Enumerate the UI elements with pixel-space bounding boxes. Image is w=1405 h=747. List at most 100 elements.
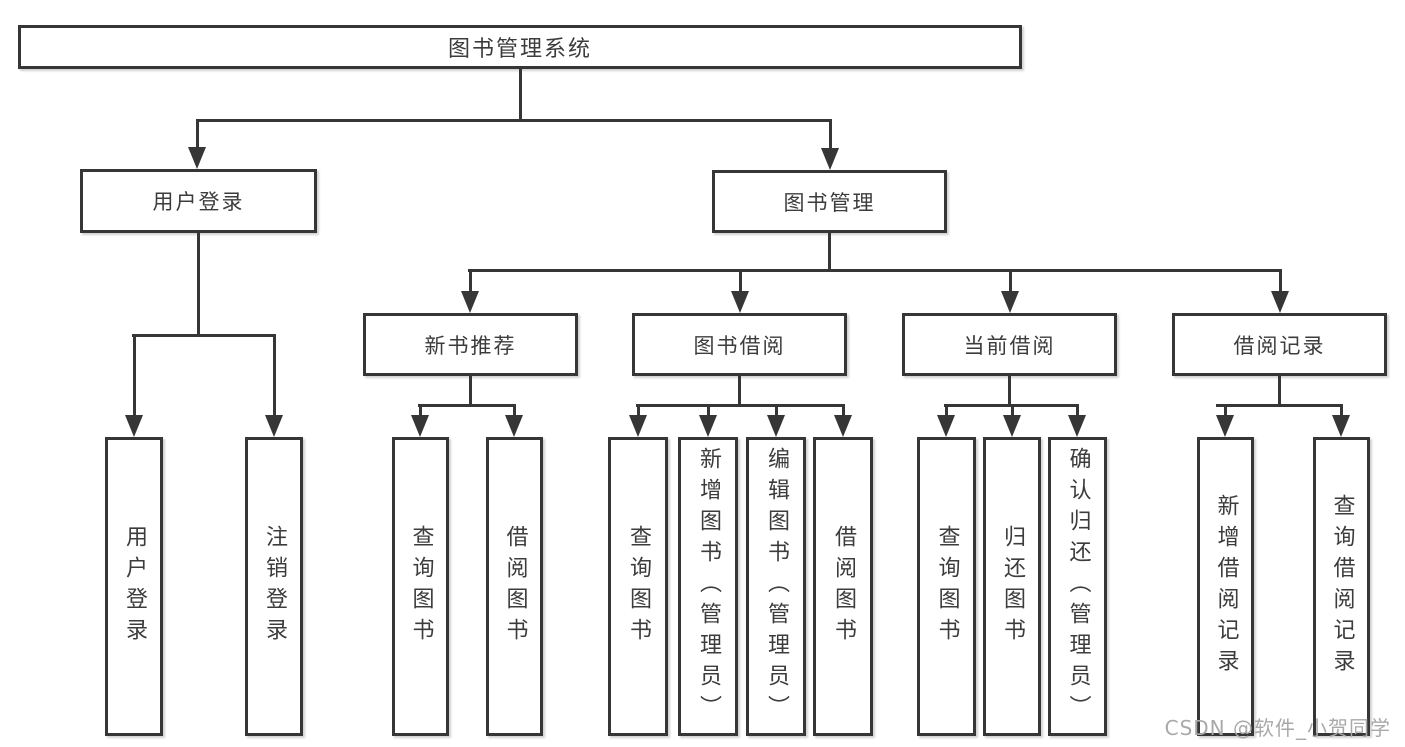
node-leaf-logout-label: 注销登录 [262, 524, 287, 649]
arrowhead-down-icon [834, 415, 852, 437]
node-new-book-rec: 新书推荐 [363, 313, 578, 376]
arrowhead-down-icon [411, 415, 429, 437]
arrowhead-down-icon [461, 291, 479, 313]
node-book-mgmt-label: 图书管理 [783, 190, 876, 215]
connector-stem [512, 404, 516, 415]
connector-arrow-to-leaf-query-record [1332, 404, 1350, 437]
node-leaf-borrow-books-1-label: 借阅图书 [502, 524, 528, 649]
node-user-login-label: 用户登录 [152, 190, 245, 214]
connector-arrow-to-book-borrow [731, 269, 749, 313]
node-current-borrow: 当前借阅 [902, 313, 1117, 376]
node-leaf-edit-books-admin-label: 编辑图书（管理员） [764, 447, 789, 726]
connector-stem [418, 404, 422, 415]
arrowhead-down-icon [937, 415, 955, 437]
node-leaf-confirm-return-admin-label: 确认归还（管理员） [1065, 447, 1091, 726]
node-leaf-return-books: 归还图书 [983, 437, 1041, 736]
connector-arrow-to-book-mgmt [821, 119, 839, 170]
connector-arrow-to-leaf-borrow-books-2 [834, 404, 852, 437]
arrowhead-down-icon [505, 415, 523, 437]
connector-arrow-to-borrow-record [1271, 269, 1289, 313]
arrowhead-down-icon [767, 415, 785, 437]
connector-line-current-borrow-trunk [1008, 376, 1011, 407]
node-leaf-borrow-books-2-label: 借阅图书 [831, 524, 856, 649]
arrowhead-down-icon [699, 415, 717, 437]
connector-arrow-to-leaf-user-login [125, 334, 143, 437]
node-book-borrow-label: 图书借阅 [693, 333, 786, 358]
connector-stem [132, 334, 136, 415]
node-leaf-user-login-label: 用户登录 [122, 524, 147, 649]
connector-stem [738, 269, 742, 291]
node-leaf-borrow-books-2: 借阅图书 [813, 437, 873, 736]
connector-stem [1339, 404, 1343, 415]
node-book-mgmt: 图书管理 [712, 170, 947, 233]
connector-stem [195, 119, 199, 147]
node-leaf-query-books-1: 查询图书 [392, 437, 449, 736]
connector-arrow-to-leaf-edit-books [767, 404, 785, 437]
arrowhead-down-icon [1003, 415, 1021, 437]
arrowhead-down-icon [125, 415, 143, 437]
connector-line-book-mgmt-spread [468, 269, 1282, 272]
connector-arrow-to-leaf-query-books-1 [411, 404, 429, 437]
connector-stem [1278, 269, 1282, 291]
node-leaf-add-borrow-record: 新增借阅记录 [1197, 437, 1254, 736]
connector-line-borrow-record-spread [1216, 404, 1343, 407]
node-root: 图书管理系统 [18, 25, 1022, 69]
connector-stem [1010, 404, 1014, 415]
arrowhead-down-icon [731, 291, 749, 313]
csdn-watermark: CSDN @软件_小贺同学 [1164, 716, 1391, 740]
node-leaf-confirm-return-admin: 确认归还（管理员） [1048, 437, 1107, 736]
connector-line-new-book-spread [418, 404, 516, 407]
connector-arrow-to-leaf-query-books-2 [629, 404, 647, 437]
connector-line-user-login-spread [132, 334, 276, 337]
connector-arrow-to-leaf-add-books [699, 404, 717, 437]
connector-line-root-trunk [519, 68, 522, 122]
arrowhead-down-icon [1068, 415, 1086, 437]
connector-arrow-to-user-login [188, 119, 206, 169]
connector-stem [841, 404, 845, 415]
connector-line-new-book-trunk [469, 376, 472, 407]
connector-arrow-to-leaf-return-books [1003, 404, 1021, 437]
arrowhead-down-icon [629, 415, 647, 437]
node-borrow-records: 借阅记录 [1172, 313, 1387, 376]
connector-stem [1075, 404, 1079, 415]
node-borrow-records-label: 借阅记录 [1233, 333, 1326, 358]
connector-stem [1223, 404, 1227, 415]
connector-line-borrow-record-trunk [1278, 376, 1281, 407]
node-leaf-query-books-3: 查询图书 [917, 437, 976, 736]
node-leaf-query-books-2: 查询图书 [608, 437, 668, 736]
connector-arrow-to-leaf-query-books-3 [937, 404, 955, 437]
node-user-login: 用户登录 [80, 169, 317, 233]
connector-arrow-to-leaf-add-record [1216, 404, 1234, 437]
node-leaf-query-books-2-label: 查询图书 [626, 524, 651, 649]
node-leaf-query-books-1-label: 查询图书 [408, 524, 434, 649]
node-leaf-query-borrow-record-label: 查询借阅记录 [1329, 493, 1355, 680]
connector-arrow-to-current-borrow [1001, 269, 1019, 313]
connector-stem [1008, 269, 1012, 291]
node-leaf-add-books-admin: 新增图书（管理员） [678, 437, 738, 736]
connector-line-book-mgmt-trunk [828, 233, 831, 272]
connector-stem [828, 119, 832, 148]
arrowhead-down-icon [1001, 291, 1019, 313]
connector-stem [944, 404, 948, 415]
node-leaf-borrow-books-1: 借阅图书 [486, 437, 543, 736]
node-leaf-logout: 注销登录 [245, 437, 303, 736]
connector-stem [468, 269, 472, 291]
arrowhead-down-icon [1332, 415, 1350, 437]
arrowhead-down-icon [1216, 415, 1234, 437]
connector-line-user-login-trunk [197, 233, 200, 337]
node-root-label: 图书管理系统 [447, 37, 592, 62]
node-leaf-query-books-3-label: 查询图书 [934, 524, 960, 649]
node-new-book-rec-label: 新书推荐 [424, 333, 517, 358]
node-leaf-query-borrow-record: 查询借阅记录 [1313, 437, 1370, 736]
connector-line-book-borrow-trunk [738, 376, 741, 407]
connector-stem [774, 404, 778, 415]
node-leaf-user-login: 用户登录 [105, 437, 163, 736]
connector-stem [706, 404, 710, 415]
arrowhead-down-icon [188, 147, 206, 169]
connector-line-book-borrow-spread [636, 404, 845, 407]
node-book-borrow: 图书借阅 [632, 313, 847, 376]
connector-arrow-to-leaf-logout [265, 334, 283, 437]
connector-stem [272, 334, 276, 415]
connector-stem [636, 404, 640, 415]
